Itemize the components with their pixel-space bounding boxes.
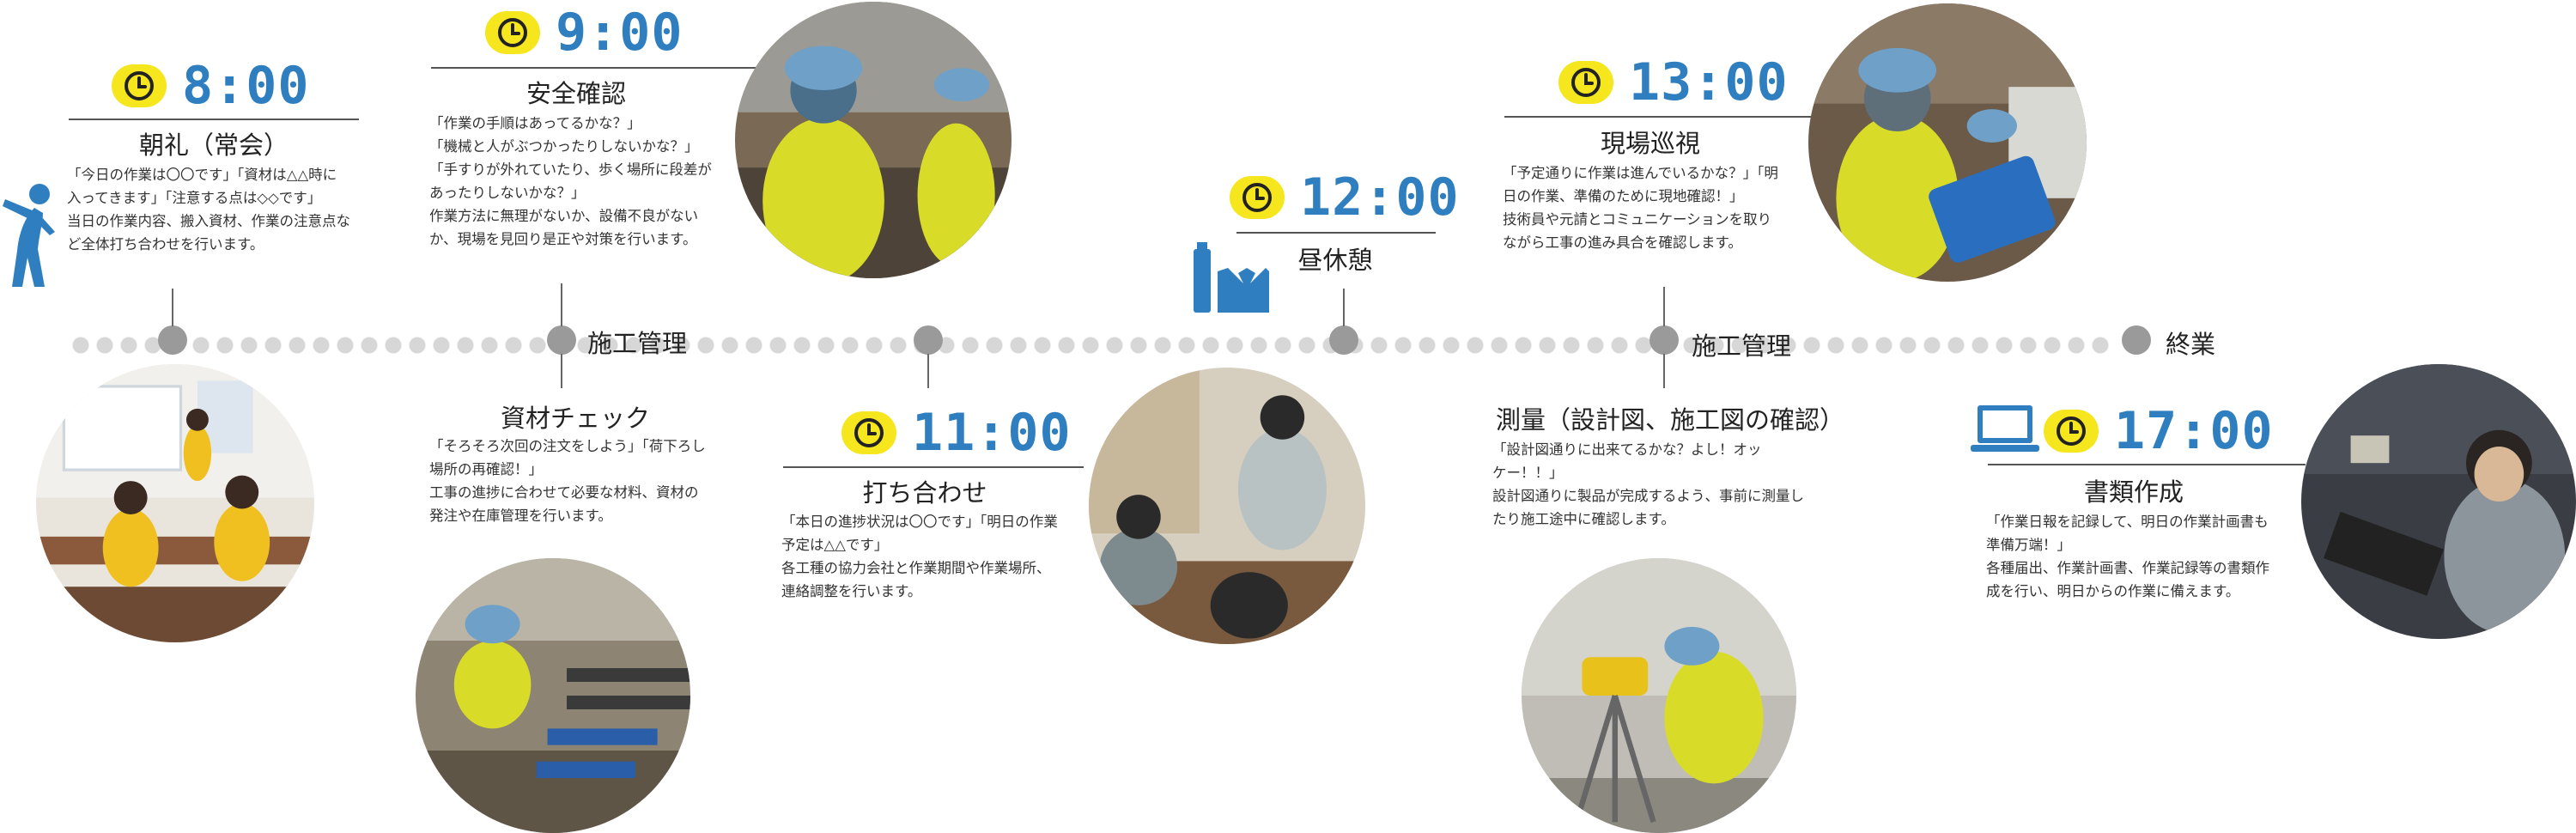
time-0900: 9:00 bbox=[485, 7, 683, 58]
time-1700: 17:00 bbox=[2044, 405, 2274, 457]
desc-survey: 「設計図通りに出来てるかな？よし！オッ ケー！！」 設計図通りに製品が完成するよ… bbox=[1492, 441, 1804, 527]
clock-icon bbox=[485, 11, 540, 54]
timeline-node-mgmt-2 bbox=[1649, 325, 1679, 355]
title-0900: 安全確認 bbox=[526, 79, 626, 108]
photo-paperwork bbox=[2301, 364, 2576, 639]
title-1700: 書類作成 bbox=[2083, 477, 2184, 507]
clock-icon bbox=[2044, 410, 2099, 453]
time-0800: 8:00 bbox=[112, 60, 310, 112]
title-1100: 打ち合わせ bbox=[862, 478, 987, 508]
lunch-icon bbox=[1194, 242, 1271, 313]
photo-morning-meeting bbox=[36, 364, 314, 642]
desc-material: 「そろそろ次回の注文をしよう」「荷下ろし 場所の再確認！」 工事の進捗に合わせて… bbox=[429, 438, 706, 524]
title-1200: 昼休憩 bbox=[1297, 246, 1373, 275]
stem-survey bbox=[1663, 354, 1665, 388]
photo-material-check bbox=[416, 558, 690, 833]
rule-1700 bbox=[1988, 464, 2306, 465]
label-end: 終業 bbox=[2166, 330, 2216, 359]
label-mgmt-2: 施工管理 bbox=[1692, 331, 1792, 361]
desc-0800: 「今日の作業は〇〇です」「資材は△△時に 入ってきます」「注意する点は◇◇です」… bbox=[67, 167, 350, 252]
rule-1100 bbox=[783, 466, 1084, 468]
time-text: 17:00 bbox=[2114, 401, 2274, 461]
desc-1300: 「予定通りに作業は進んでいるかな？」「明 日の作業、準備のために現地確認！」 技… bbox=[1503, 165, 1778, 251]
stem-1200 bbox=[1343, 289, 1345, 326]
photo-safety-check bbox=[735, 2, 1012, 278]
timeline-node-end bbox=[2122, 325, 2151, 355]
title-0800: 朝礼（常会） bbox=[138, 131, 289, 160]
photo-survey bbox=[1522, 558, 1796, 833]
rule-0900 bbox=[431, 67, 757, 69]
rule-0800 bbox=[69, 119, 359, 120]
desc-1100: 「本日の進捗状況は〇〇です」「明日の作業 予定は△△です」 各工種の協力会社と作… bbox=[781, 514, 1058, 599]
label-mgmt-1: 施工管理 bbox=[587, 329, 688, 358]
time-text: 11:00 bbox=[912, 403, 1072, 463]
stem-0800 bbox=[172, 289, 173, 326]
rule-1300 bbox=[1504, 116, 1822, 118]
stem-material bbox=[561, 354, 562, 388]
stem-0900 bbox=[561, 283, 562, 326]
title-survey: 測量（設計図、施工図の確認） bbox=[1496, 405, 1845, 435]
desc-0900: 「作業の手順はあってるかな？」 「機械と人がぶつかったりしないかな？」 「手すり… bbox=[429, 115, 712, 247]
time-text: 8:00 bbox=[182, 56, 310, 116]
photo-meeting bbox=[1089, 368, 1365, 644]
timeline-node-1200 bbox=[1329, 325, 1358, 355]
timeline-node-1100 bbox=[914, 325, 943, 355]
timeline-node-0800 bbox=[158, 325, 187, 355]
clock-icon bbox=[1558, 61, 1613, 104]
clock-icon bbox=[112, 64, 167, 107]
rule-1200 bbox=[1236, 232, 1436, 234]
time-text: 9:00 bbox=[556, 3, 683, 63]
stem-1300 bbox=[1663, 287, 1665, 326]
clock-icon bbox=[841, 411, 896, 454]
title-1300: 現場巡視 bbox=[1600, 129, 1700, 158]
desc-1700: 「作業日報を記録して、明日の作業計画書も 準備万端！」 各種届出、作業計画書、作… bbox=[1986, 514, 2269, 599]
time-text: 13:00 bbox=[1629, 52, 1789, 112]
title-material: 資材チェック bbox=[500, 404, 650, 433]
clock-icon bbox=[1230, 176, 1285, 219]
timeline-dots bbox=[69, 336, 2112, 355]
time-text: 12:00 bbox=[1300, 167, 1460, 228]
time-1200: 12:00 bbox=[1230, 172, 1460, 223]
timeline-node-mgmt-1 bbox=[547, 325, 576, 355]
laptop-icon bbox=[1971, 405, 2039, 453]
time-1100: 11:00 bbox=[841, 407, 1072, 459]
stem-1100 bbox=[927, 354, 929, 388]
stretch-person-icon bbox=[0, 182, 57, 289]
photo-site-patrol bbox=[1808, 3, 2087, 282]
time-1300: 13:00 bbox=[1558, 57, 1789, 108]
